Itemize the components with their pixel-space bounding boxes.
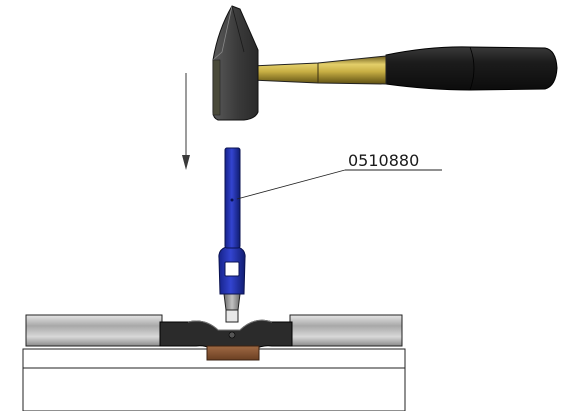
hammer-grip — [385, 46, 558, 91]
tool — [218, 147, 246, 323]
part-number-label: 0510880 — [348, 151, 419, 170]
hammer-icon — [212, 5, 558, 121]
hammer-handle — [249, 55, 387, 85]
hammer-head — [212, 5, 259, 121]
part-callout: 0510880 — [236, 151, 442, 200]
pad — [206, 345, 260, 361]
arrow-down-icon — [182, 73, 190, 170]
